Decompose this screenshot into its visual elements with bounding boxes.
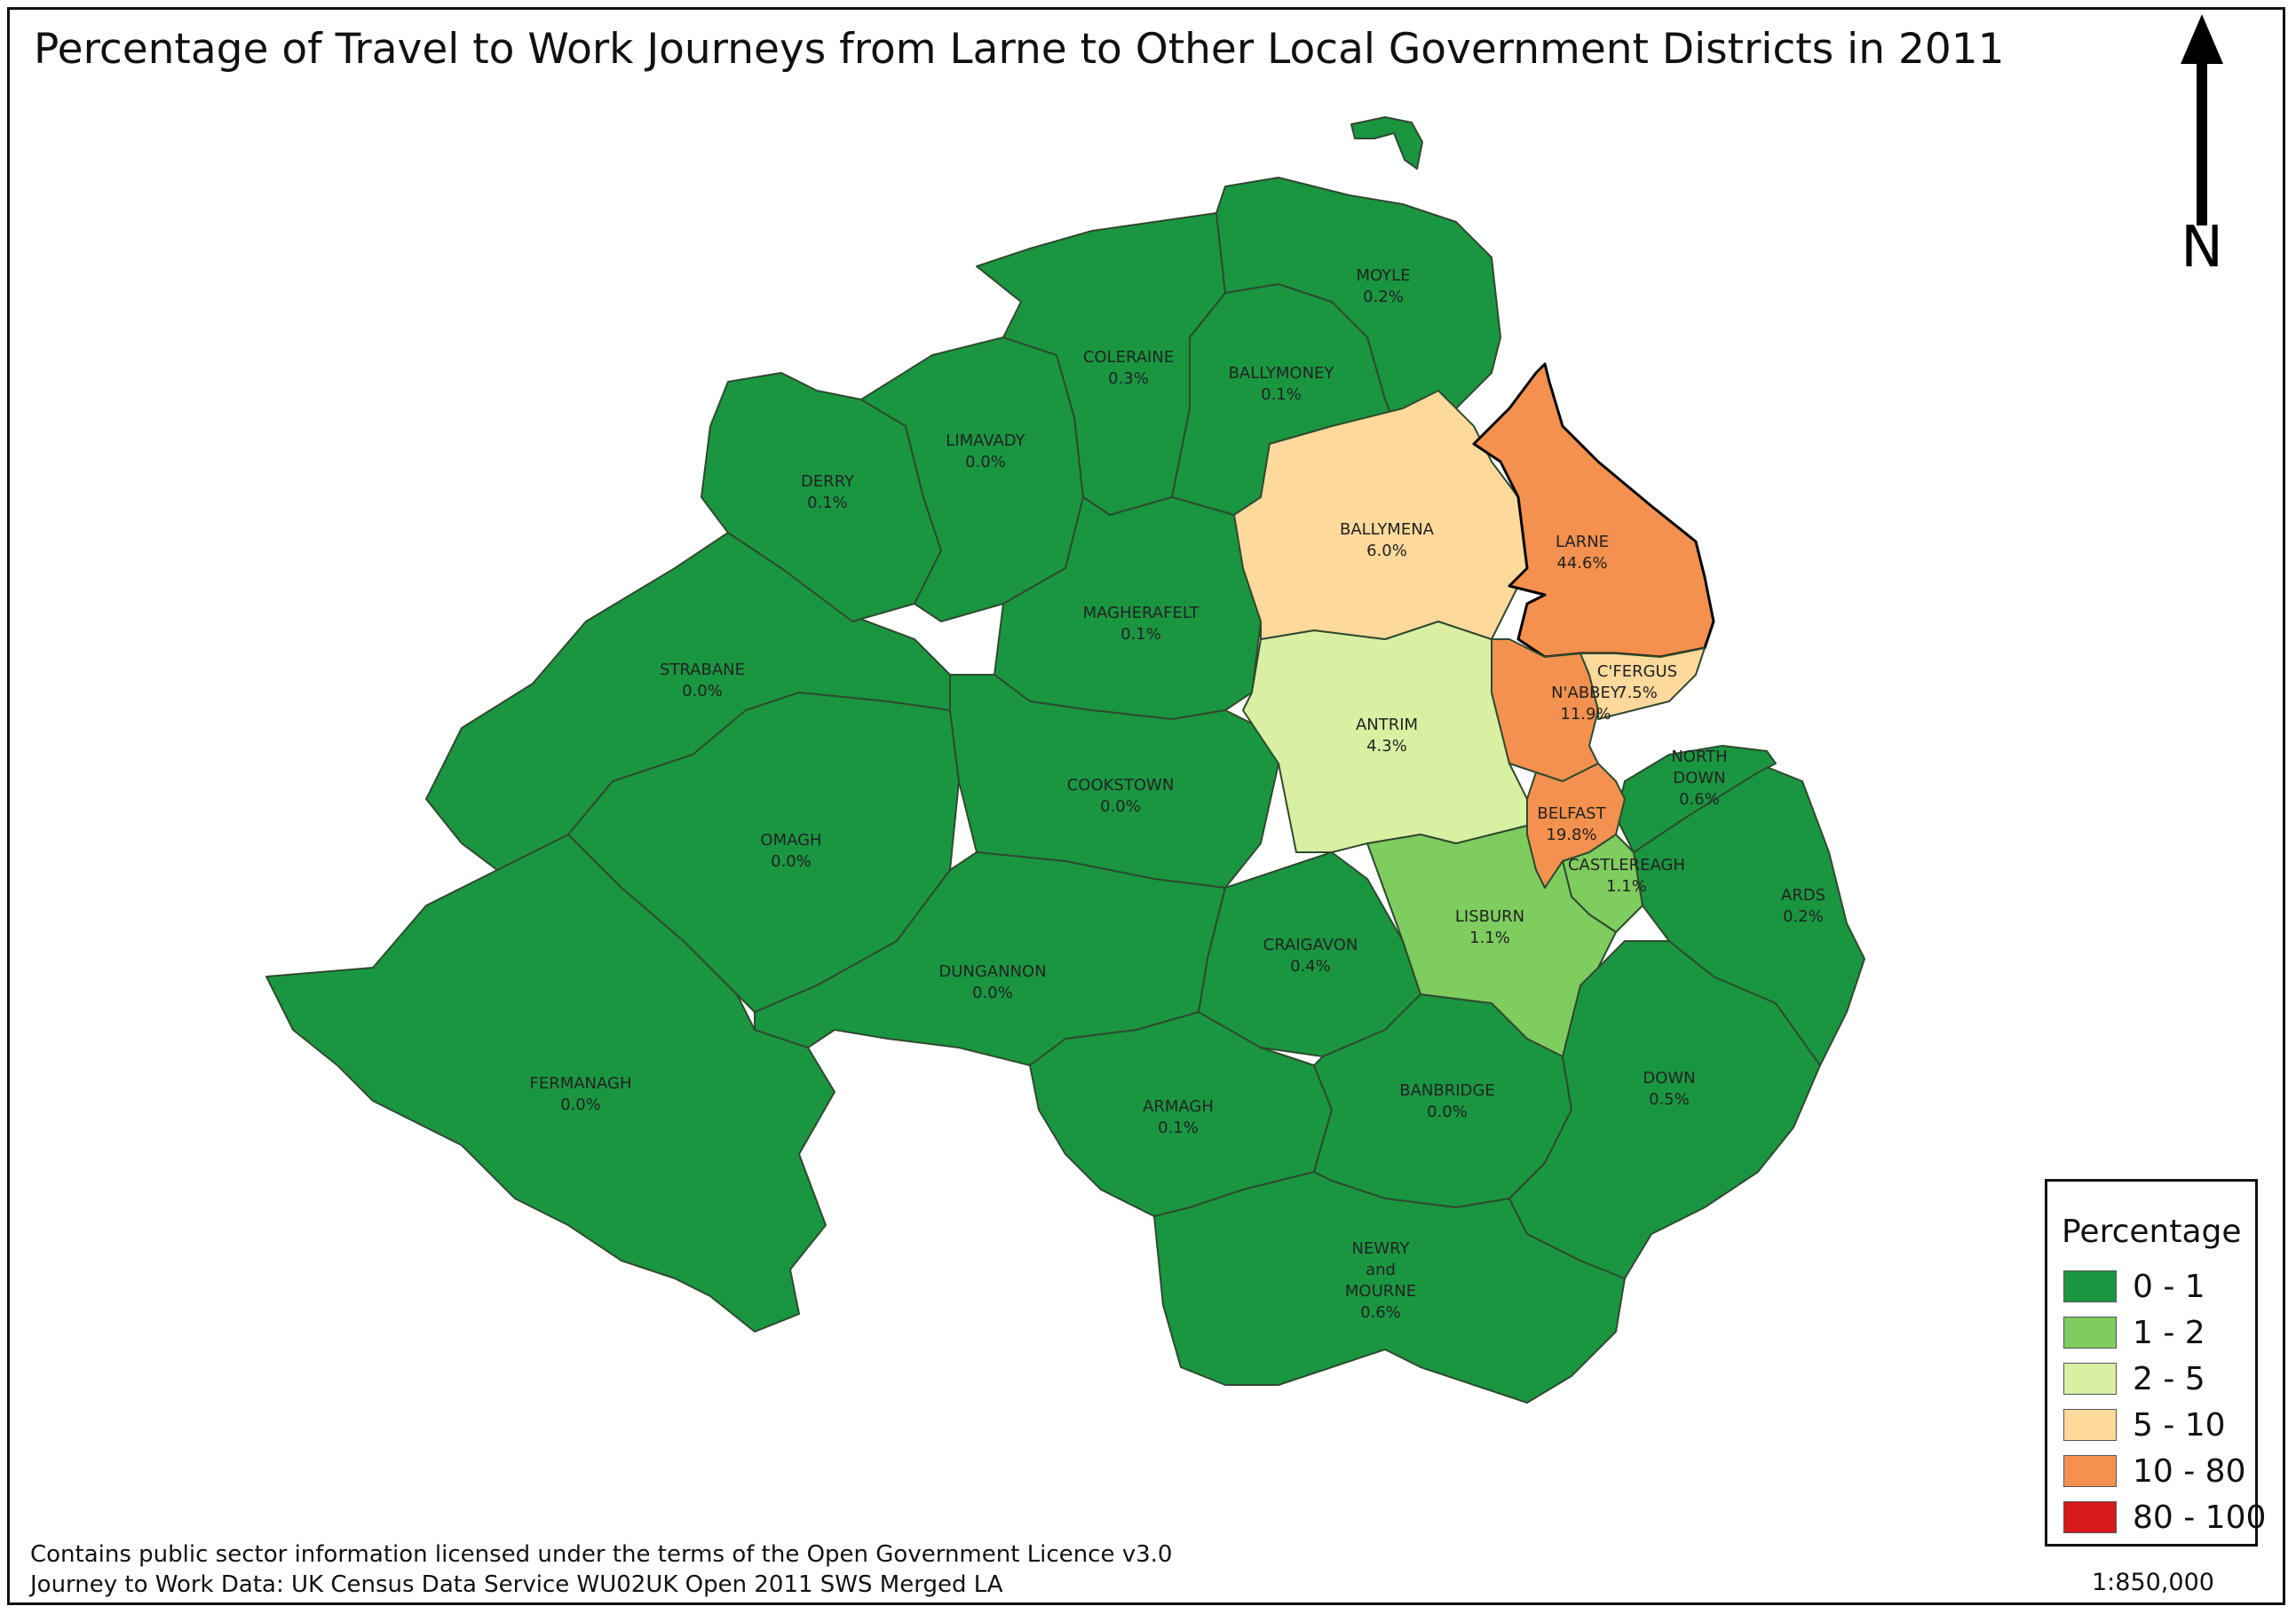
district-value: 0.0% [682,682,723,700]
district-value: 0.0% [560,1096,601,1114]
district-value: 0.0% [1100,797,1141,816]
district-value: 0.0% [972,984,1013,1002]
district-value: 0.0% [1427,1103,1468,1121]
region-north-down [1615,745,1777,853]
district-value: 1.1% [1469,929,1510,947]
district-value: 11.9% [1560,705,1611,724]
legend-swatch [2063,1363,2117,1395]
legend-item: 10 - 80 [2063,1453,2250,1491]
north-arrow-icon [2181,14,2223,225]
legend-label: 5 - 10 [2133,1407,2226,1444]
region-newry-and-mourne [1153,1171,1626,1404]
district-value: 0.1% [1120,625,1161,644]
district-value: 0.0% [965,453,1006,471]
district-value: 0.2% [1783,907,1824,926]
legend-item: 2 - 5 [2063,1361,2250,1398]
legend-swatch [2063,1455,2117,1487]
district-value: 7.5% [1617,684,1658,702]
legend-item: 0 - 1 [2063,1269,2250,1306]
map-scale: 1:850,000 [2092,1569,2214,1596]
legend-swatch [2063,1317,2117,1349]
district-value: 0.4% [1290,957,1331,976]
legend-label: 1 - 2 [2133,1315,2205,1351]
district-value: 4.3% [1366,737,1407,756]
district-value: 0.5% [1649,1090,1690,1109]
region-lisburn [1366,825,1617,1057]
district-value: 0.1% [1158,1119,1199,1137]
map-title: Percentage of Travel to Work Journeys fr… [34,25,2005,74]
district-value: 0.1% [1261,385,1302,404]
legend-label: 0 - 1 [2133,1269,2205,1305]
district-value: 0.1% [807,494,848,512]
district-value: 0.6% [1360,1303,1401,1322]
district-value: 0.0% [771,852,812,871]
legend-item: 5 - 10 [2063,1407,2250,1444]
legend-swatch [2063,1409,2117,1441]
district-value: 1.1% [1606,877,1647,896]
region-carrickfergus [1579,647,1706,720]
footer-data-source: Journey to Work Data: UK Census Data Ser… [30,1571,1003,1598]
district-value: 0.3% [1108,369,1149,388]
legend-item: 80 - 100 [2063,1499,2266,1537]
region-newtownabbey [1491,638,1599,782]
north-arrow: N [2166,12,2237,281]
legend-label: 10 - 80 [2133,1453,2246,1490]
region-rathlin-island [1350,116,1423,170]
north-label: N [2181,215,2223,281]
district-value: 0.6% [1679,790,1720,809]
legend-item: 1 - 2 [2063,1315,2250,1352]
legend-label: 2 - 5 [2133,1361,2205,1397]
legend-swatch [2063,1501,2117,1533]
legend-swatch [2063,1270,2117,1302]
legend-title: Percentage [2062,1214,2242,1250]
map-frame [7,7,2285,1605]
district-value: 0.2% [1363,288,1404,306]
district-value: 44.6% [1556,554,1607,573]
legend-label: 80 - 100 [2133,1499,2267,1536]
footer-licence: Contains public sector information licen… [30,1541,1173,1568]
district-value: 19.8% [1546,826,1596,844]
legend: Percentage 0 - 1 1 - 2 2 - 5 5 - 10 10 -… [2045,1179,2266,1547]
district-value: 6.0% [1366,542,1407,560]
